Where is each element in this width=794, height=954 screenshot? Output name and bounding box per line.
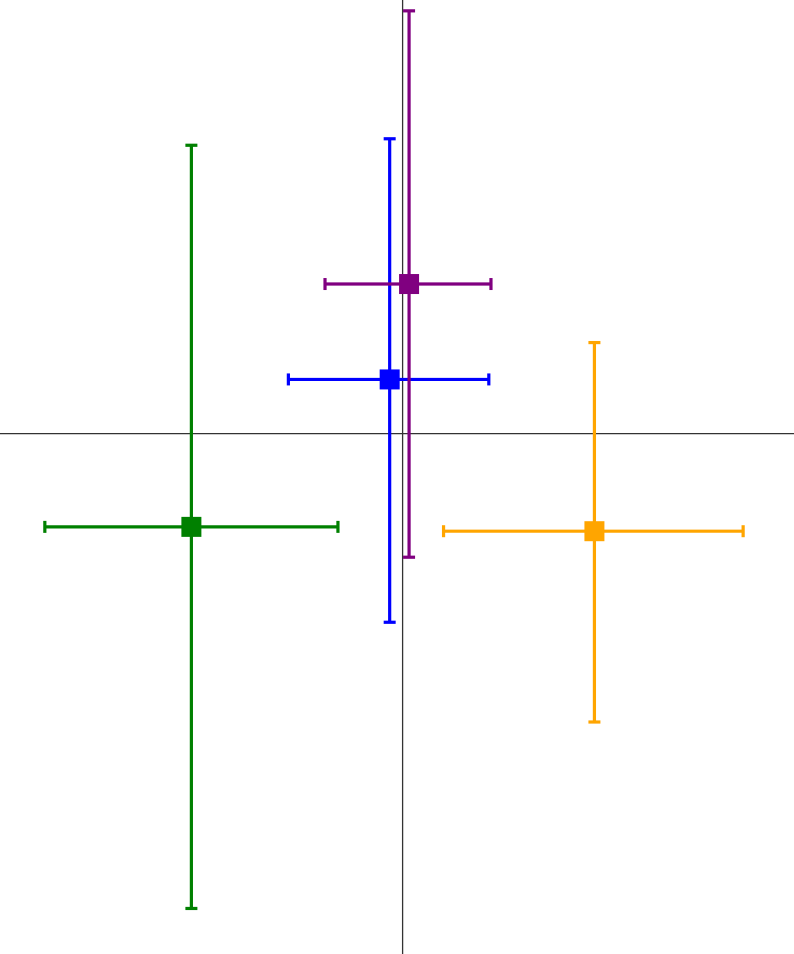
data-point [181, 516, 202, 537]
series-2 [286, 137, 491, 624]
data-point [584, 521, 605, 542]
series-4 [441, 340, 745, 724]
data-point [379, 369, 400, 390]
series-layer [43, 9, 745, 911]
series-1 [43, 143, 340, 911]
data-point [399, 274, 420, 295]
series-3 [323, 9, 493, 559]
